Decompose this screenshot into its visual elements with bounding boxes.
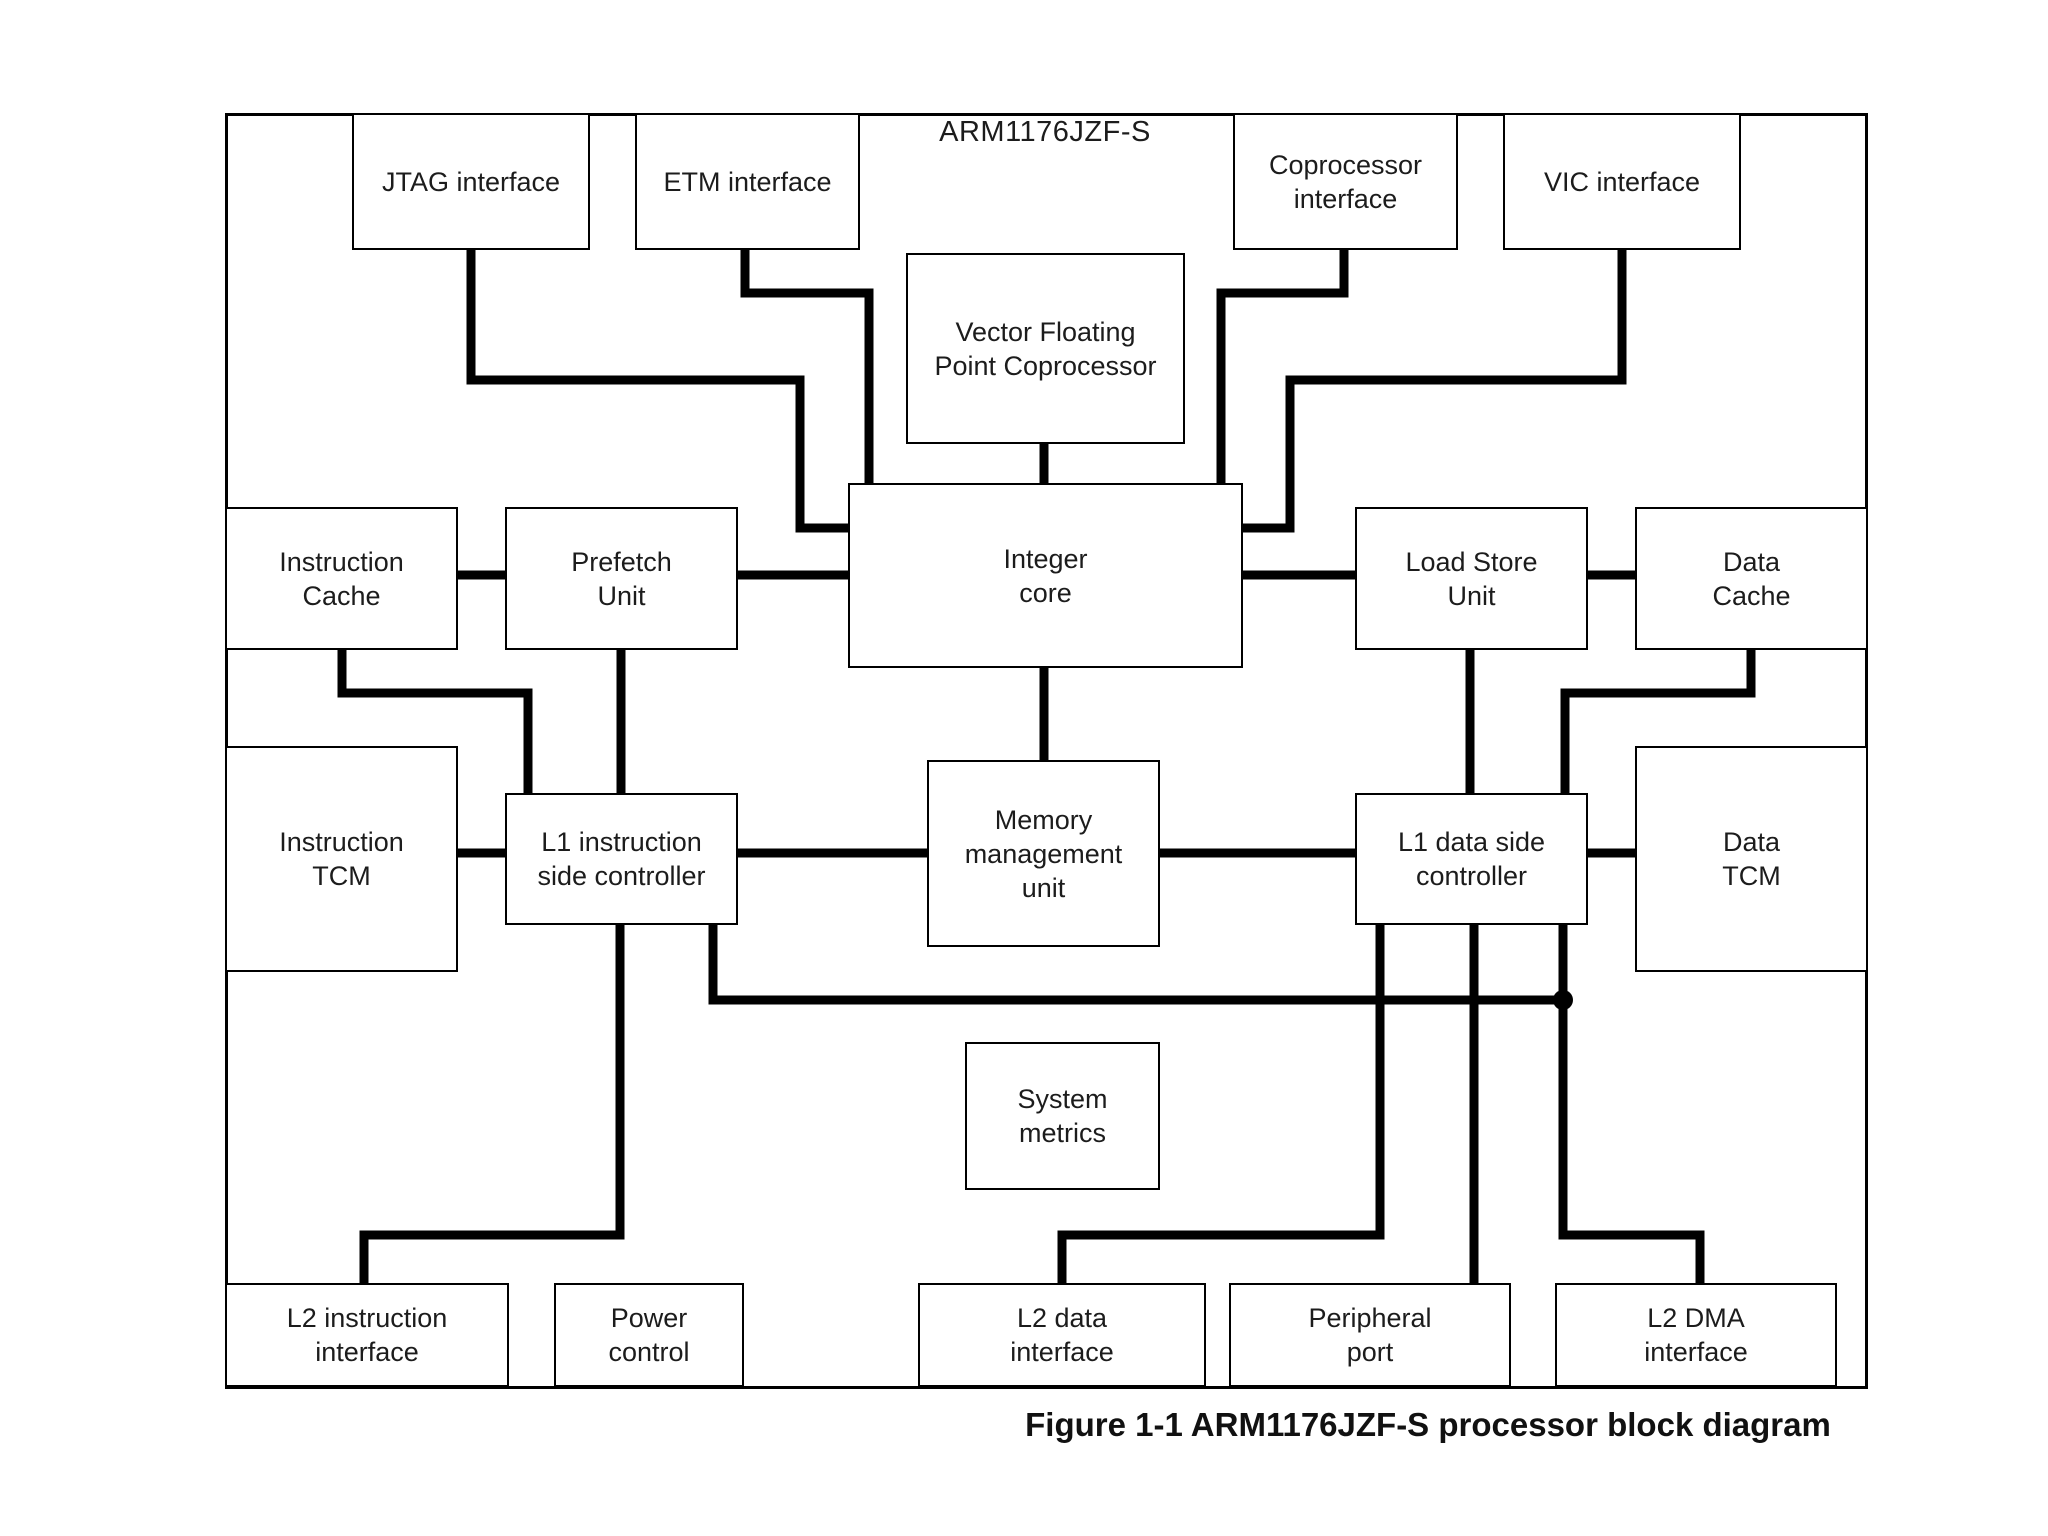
block-l1-data-side: L1 data side controller (1355, 793, 1588, 925)
block-vector-floating-point: Vector Floating Point Coprocessor (906, 253, 1185, 444)
block-l2-data-interface: L2 data interface (918, 1283, 1206, 1387)
block-data-tcm: Data TCM (1635, 746, 1868, 972)
block-integer-core: Integer core (848, 483, 1243, 668)
block-instruction-cache: Instruction Cache (225, 507, 458, 650)
block-etm-interface: ETM interface (635, 113, 860, 250)
block-memory-management-unit: Memory management unit (927, 760, 1160, 947)
connector-l1d-to-l2-dma (1558, 925, 1705, 1285)
block-system-metrics: System metrics (965, 1042, 1160, 1190)
block-jtag-interface: JTAG interface (352, 113, 590, 250)
connector-vic-to-integer-core (1243, 250, 1627, 533)
block-vic-interface: VIC interface (1503, 113, 1741, 250)
connector-icache-to-l1i (337, 650, 533, 793)
block-peripheral-port: Peripheral port (1229, 1283, 1511, 1387)
figure-caption: Figure 1-1 ARM1176JZF-S processor block … (1025, 1406, 1831, 1443)
diagram-title: ARM1176JZF-S (939, 116, 1151, 148)
connector-l1d-to-l2-data (1057, 925, 1385, 1285)
block-coprocessor-interface: Coprocessor interface (1233, 113, 1458, 250)
block-l1-instruction-side: L1 instruction side controller (505, 793, 738, 925)
connector-l1i-to-bus (708, 925, 1563, 1005)
connector-etm-to-integer-core (740, 250, 874, 485)
bus-junction-dot (1553, 990, 1573, 1010)
block-instruction-tcm: Instruction TCM (225, 746, 458, 972)
block-prefetch-unit: Prefetch Unit (505, 507, 738, 650)
block-load-store-unit: Load Store Unit (1355, 507, 1588, 650)
block-l2-dma-interface: L2 DMA interface (1555, 1283, 1837, 1387)
connector-dcache-to-l1d (1560, 650, 1756, 793)
block-power-control: Power control (554, 1283, 744, 1387)
connector-coprocessor-to-integer-core (1216, 250, 1349, 485)
connector-jtag-to-integer-core (466, 250, 850, 533)
connector-l1i-to-l2-instruction (359, 925, 625, 1285)
block-l2-instruction-interface: L2 instruction interface (225, 1283, 509, 1387)
block-data-cache: Data Cache (1635, 507, 1868, 650)
